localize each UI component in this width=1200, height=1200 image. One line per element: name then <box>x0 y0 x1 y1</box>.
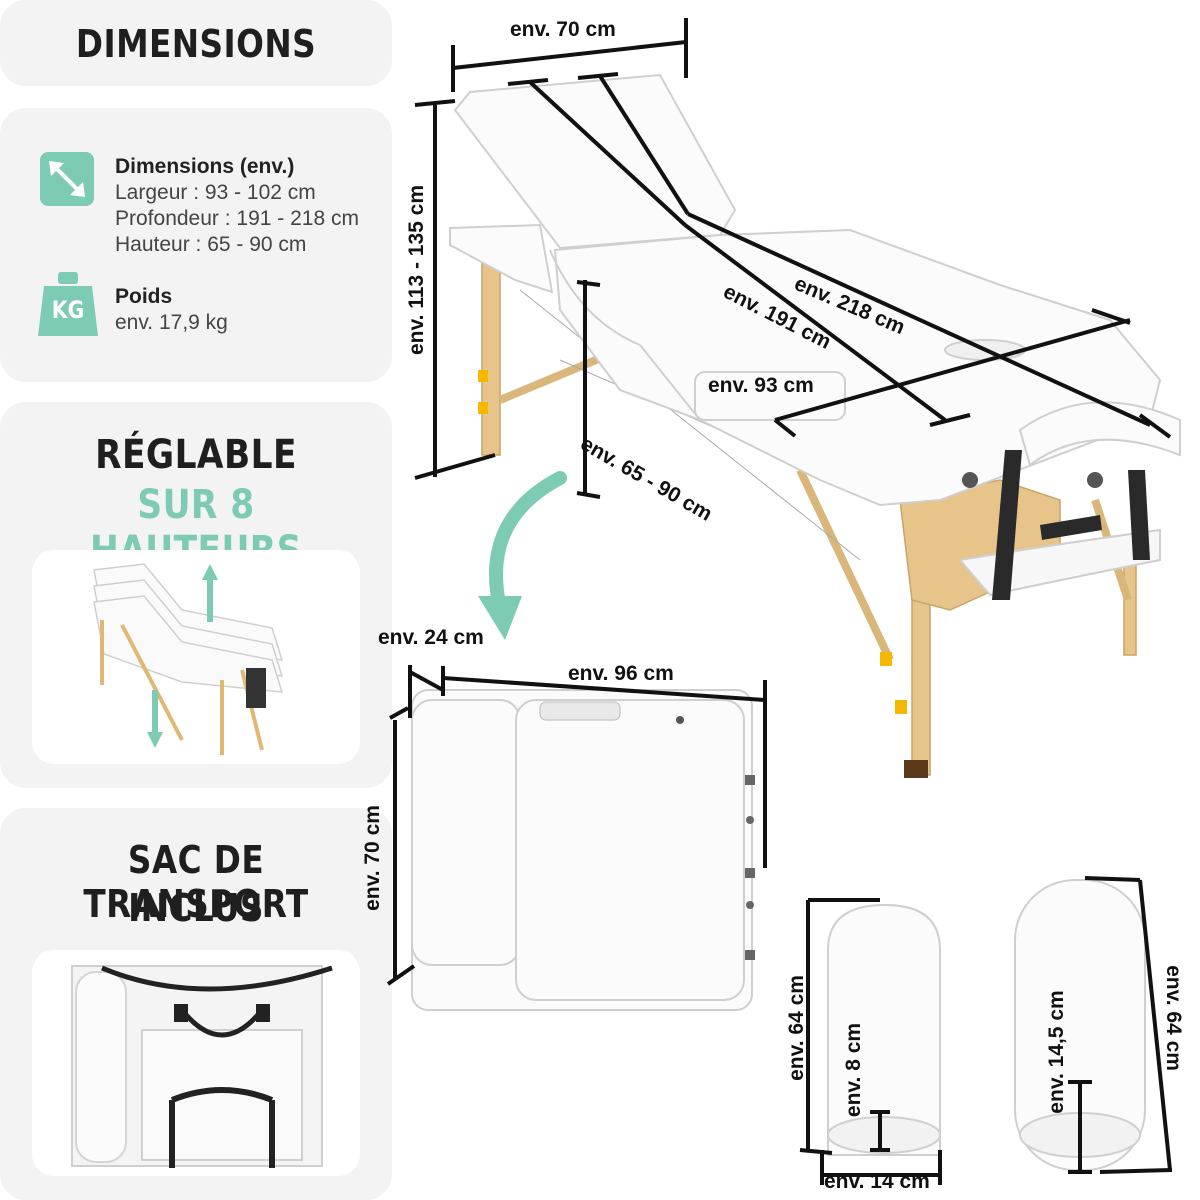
dims-icon-box <box>40 152 94 206</box>
roll1-thickness-label: env. 8 cm <box>842 1022 865 1118</box>
depth-spec: Profondeur : 191 - 218 cm <box>115 207 359 230</box>
roll2-thickness-label: env. 14,5 cm <box>1045 990 1068 1114</box>
case-depth-label: env. 24 cm <box>378 626 484 649</box>
adjustable-panel: RÉGLABLE SUR 8 HAUTEURS <box>0 402 392 788</box>
case-height-label: env. 70 cm <box>361 805 384 911</box>
weight-icon-text: KG <box>51 296 85 324</box>
diagonal-arrows-icon <box>49 161 85 197</box>
weight-kg-icon: KG <box>36 268 100 338</box>
height-spec: Hauteur : 65 - 90 cm <box>115 233 307 256</box>
case-width-label: env. 96 cm <box>568 662 674 685</box>
carry-bag-image <box>71 965 333 1168</box>
roll2-length-label: env. 64 cm <box>1162 965 1185 1071</box>
bag-image-card <box>32 950 360 1176</box>
top-width-label: env. 70 cm <box>510 18 616 41</box>
weight-title: Poids <box>115 285 173 308</box>
roll1-width-label: env. 14 cm <box>824 1170 930 1193</box>
massage-table-illustration <box>414 18 1181 778</box>
stacked-tables-image <box>93 563 284 755</box>
weight-value: env. 17,9 kg <box>115 311 228 334</box>
dimensions-heading-panel: DIMENSIONS <box>0 0 392 86</box>
dimensions-title: Dimensions (env.) <box>115 155 295 178</box>
bag-heading-line1: SAC DE TRANSPORT <box>83 838 309 926</box>
width-93-label: env. 93 cm <box>708 374 814 397</box>
adjustable-heading-line1: RÉGLABLE <box>95 432 297 478</box>
adjustable-image-card <box>32 550 360 764</box>
bag-panel: SAC DE TRANSPORT INCLUS <box>0 808 392 1200</box>
bag-heading-line2: INCLUS <box>128 886 264 930</box>
dimensions-heading: DIMENSIONS <box>75 22 317 66</box>
roll1-length-label: env. 64 cm <box>785 975 808 1081</box>
bolsters-illustration <box>799 876 1173 1185</box>
table-height-label: env. 113 - 135 cm <box>405 184 428 356</box>
width-spec: Largeur : 93 - 102 cm <box>115 181 316 204</box>
folded-case-illustration <box>386 665 767 1011</box>
specs-panel: Dimensions (env.) Largeur : 93 - 102 cm … <box>0 108 392 382</box>
